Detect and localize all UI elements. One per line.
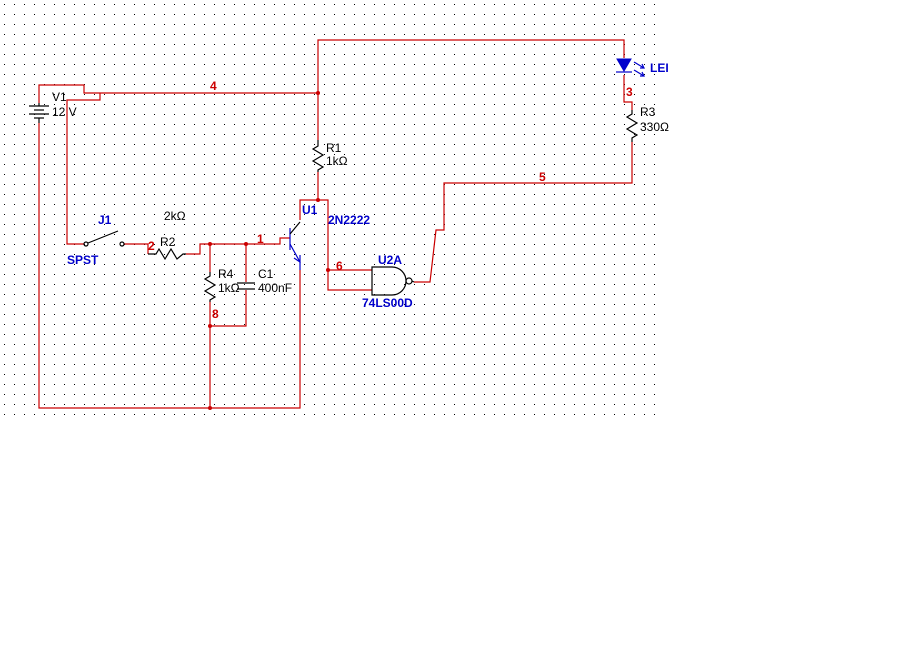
u2a-ref-label: U2A	[378, 253, 402, 267]
resistor-r4[interactable]	[203, 272, 217, 302]
net-label-3: 3	[626, 85, 633, 99]
junction-dot	[208, 324, 212, 328]
wire-net-1[interactable]	[186, 237, 290, 255]
junction-dot	[244, 242, 248, 246]
led[interactable]	[616, 58, 645, 77]
net-label-1: 1	[257, 232, 264, 246]
wire-net-4[interactable]	[38, 84, 318, 103]
r2-ref-label: R2	[160, 235, 176, 249]
resistor-r3[interactable]	[625, 110, 639, 142]
net-label-6: 6	[336, 259, 343, 273]
u1-value-label: 2N2222	[328, 213, 370, 227]
wire-net-3[interactable]	[623, 75, 633, 110]
net-label-8: 8	[212, 307, 219, 321]
u1-ref-label: U1	[302, 203, 318, 217]
junction-dot	[316, 198, 320, 202]
junction-dot	[326, 268, 330, 272]
led-ref-label: LEI	[650, 61, 669, 75]
r1-value-label: 1kΩ	[326, 154, 348, 168]
j1-value-label: SPST	[67, 253, 99, 267]
battery-v1[interactable]	[29, 103, 49, 123]
junction-dot	[316, 91, 320, 95]
wire-net-6[interactable]	[327, 270, 372, 291]
r3-ref-label: R3	[640, 105, 656, 119]
switch-j1[interactable]	[83, 230, 125, 247]
r4-value-label: 1kΩ	[218, 281, 240, 295]
nand-gate-u2a[interactable]	[371, 266, 415, 296]
wire-net-5[interactable]	[414, 142, 633, 283]
j1-ref-label: J1	[98, 213, 112, 227]
r2-value-label: 2kΩ	[164, 209, 186, 223]
wire-top[interactable]	[317, 39, 625, 93]
net-label-5: 5	[539, 170, 546, 184]
r4-ref-label: R4	[218, 267, 234, 281]
r3-value-label: 330Ω	[640, 120, 669, 134]
v1-value-label: 12 V	[52, 105, 77, 119]
resistor-r1[interactable]	[311, 140, 325, 172]
junctions	[208, 91, 330, 410]
wire-collector-to-nand[interactable]	[318, 199, 372, 271]
wire-v1-to-switch[interactable]	[66, 93, 101, 245]
capacitor-c1[interactable]	[237, 282, 255, 290]
r1-ref-label: R1	[326, 141, 342, 155]
wire-net-8[interactable]	[209, 290, 247, 327]
c1-ref-label: C1	[258, 267, 274, 281]
junction-dot	[208, 406, 212, 410]
wires	[38, 39, 633, 409]
v1-ref-label: V1	[52, 90, 67, 104]
wire-r1-to-collector[interactable]	[299, 172, 319, 220]
resistor-r2[interactable]	[148, 247, 186, 261]
grid-area	[0, 0, 662, 418]
net-label-2: 2	[148, 239, 155, 253]
wire-net-2[interactable]	[124, 243, 149, 254]
wire-ground[interactable]	[38, 123, 301, 409]
net-label-4: 4	[210, 79, 217, 93]
transistor-u1[interactable]	[289, 221, 301, 270]
c1-value-label: 400nF	[258, 281, 292, 295]
u2a-value-label: 74LS00D	[362, 296, 413, 310]
junction-dot	[208, 242, 212, 246]
